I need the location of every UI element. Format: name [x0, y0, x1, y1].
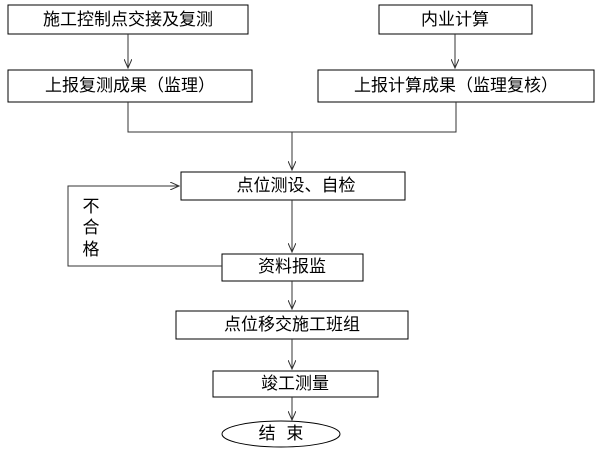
merge-connector: [127, 102, 457, 133]
box-report-resurvey-results: [7, 69, 253, 103]
box-completion-survey: [212, 370, 379, 398]
text-report-resurvey-results: 上报复测成果（监理）: [45, 76, 215, 96]
text-completion-survey: 竣工测量: [261, 374, 329, 394]
text-office-calculation: 内业计算: [421, 10, 489, 30]
text-point-survey-selfcheck: 点位测设、自检: [237, 176, 356, 196]
box-data-report-supervision: [221, 253, 364, 282]
box-point-survey-selfcheck: [180, 171, 406, 201]
text-report-calc-results: 上报计算成果（监理复核）: [354, 76, 558, 96]
text-handover-to-crew: 点位移交施工班组: [224, 315, 360, 335]
box-report-calc-results: [317, 69, 595, 103]
box-office-calculation: [378, 4, 533, 35]
fail-label-char-3: 格: [83, 240, 100, 260]
text-data-report-supervision: 资料报监: [258, 257, 326, 277]
box-control-point-handover: [7, 4, 249, 35]
fail-label-char-1: 不: [83, 197, 100, 217]
fail-label-char-2: 合: [83, 218, 100, 238]
feedback-loop-fail: [67, 186, 222, 267]
text-control-point-handover: 施工控制点交接及复测: [43, 10, 213, 30]
text-end: 结 束: [259, 424, 304, 444]
end-terminator: [221, 420, 341, 448]
box-handover-to-crew: [175, 310, 409, 340]
